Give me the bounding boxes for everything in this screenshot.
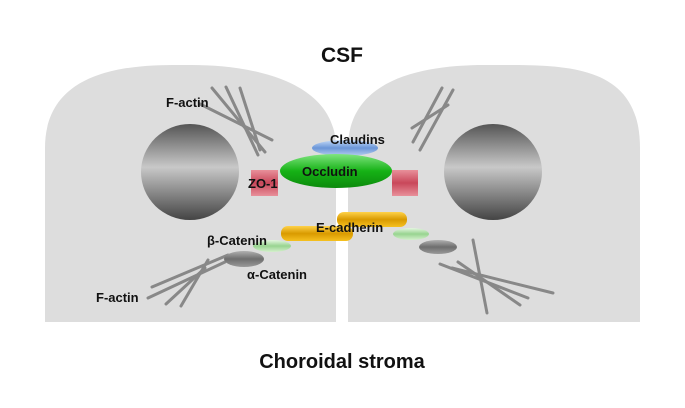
occludin-label: Occludin (302, 164, 358, 179)
e-cadherin-left (281, 226, 353, 241)
choroidal-stroma-title: Choroidal stroma (259, 351, 425, 373)
f-actin-top-label: F-actin (166, 95, 209, 110)
right-nucleus (444, 124, 542, 220)
alpha-catenin-left (224, 251, 264, 267)
zo1-label: ZO-1 (248, 176, 278, 191)
beta-catenin-right (393, 228, 429, 240)
f-actin-right-top (410, 86, 455, 152)
left-nucleus (141, 124, 239, 220)
alpha-catenin-right (419, 240, 457, 254)
alpha-catenin-label: α-Catenin (247, 267, 307, 282)
e-cadherin-label: E-cadherin (316, 220, 383, 235)
occludin-shape (280, 154, 392, 188)
f-actin-left-top (198, 85, 274, 157)
f-actin-right-bottom (438, 238, 555, 315)
claudins-label: Claudins (330, 132, 385, 147)
f-actin-left-bottom (146, 253, 230, 308)
zo1-right (392, 170, 418, 196)
claudins-shape (312, 140, 378, 156)
e-cadherin-right (337, 212, 407, 227)
csf-title: CSF (321, 44, 363, 67)
beta-catenin-label: β-Catenin (207, 233, 267, 248)
f-actin-bottom-label: F-actin (96, 290, 139, 305)
beta-catenin-left (253, 240, 291, 252)
zo1-left (251, 170, 278, 196)
